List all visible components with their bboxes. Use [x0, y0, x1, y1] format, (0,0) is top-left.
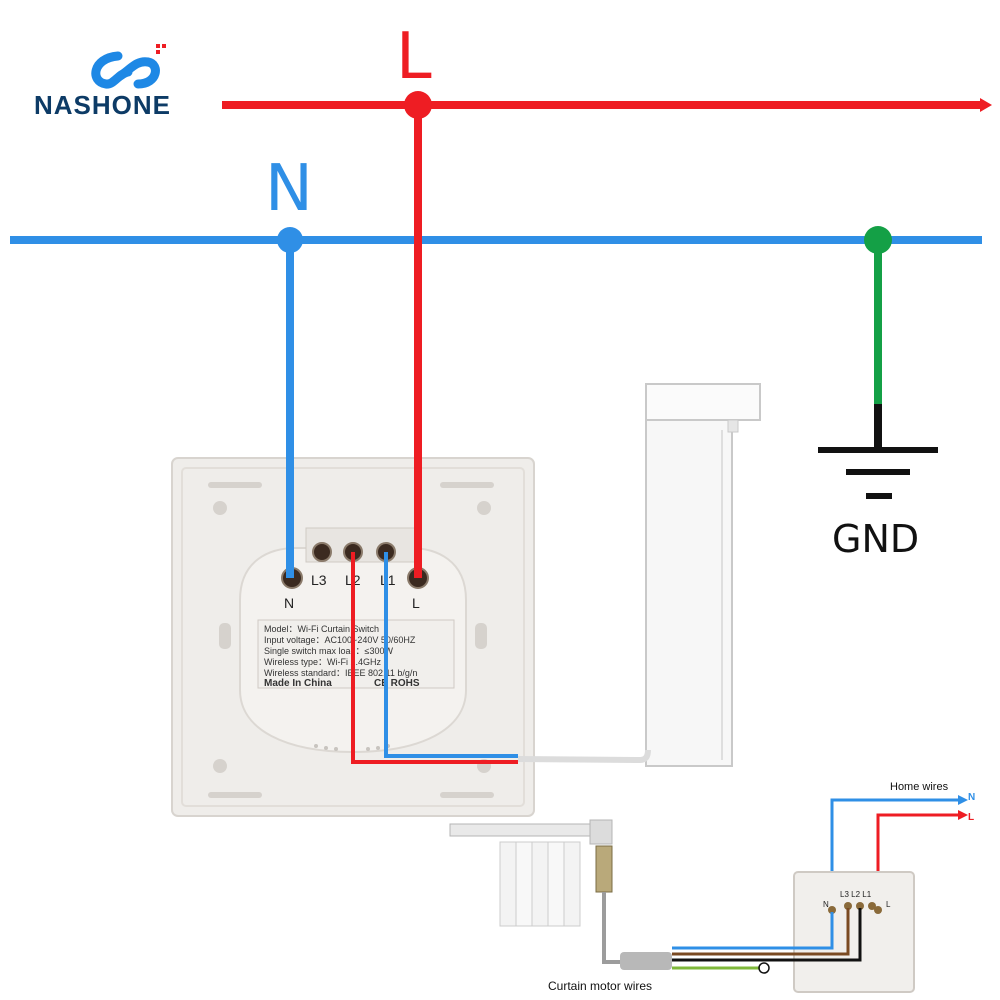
neutral-junction-dot	[277, 227, 303, 253]
mini-ground-icon	[758, 962, 770, 974]
spec-label	[257, 619, 455, 689]
terminal-l3-screw	[312, 542, 332, 562]
spec-made-in: Made In China	[264, 678, 332, 689]
vent-dot	[334, 747, 338, 751]
slot-right	[475, 623, 487, 649]
motor-wires-label: Curtain motor wires	[548, 979, 652, 993]
mini-terminal	[828, 906, 836, 914]
slot-bottom-left	[208, 792, 262, 798]
mini-live-arrow	[958, 810, 968, 820]
terminal-label-l3: L3	[311, 572, 327, 588]
logo-dot-3	[156, 50, 160, 54]
cable-sleeve	[620, 952, 672, 970]
vent-dot	[314, 744, 318, 748]
mini-tl-label: L	[886, 900, 891, 909]
mini-neutral-arrow	[958, 795, 968, 805]
spec-wireless-type: Wireless type：Wi-Fi 2.4GHz	[264, 657, 382, 667]
slot-left	[219, 623, 231, 649]
mini-terminal	[868, 902, 876, 910]
curtain-motor-small	[589, 819, 613, 845]
vent-dot	[376, 746, 380, 750]
motor-cable-white	[517, 749, 651, 764]
motor-connector	[595, 845, 613, 893]
curtain-rail	[449, 823, 611, 837]
mini-tn-label: N	[823, 900, 829, 909]
mini-terminals-label: L3 L2 L1	[840, 890, 872, 899]
motor-bracket-gap	[727, 419, 739, 433]
curtain-track-inset: Curtain motor wires	[449, 819, 672, 993]
mini-l-label: L	[968, 812, 974, 823]
spec-certs: CE ROHS	[374, 678, 420, 689]
nashone-logo: NASHONE	[34, 44, 171, 120]
screw-hole-bl	[213, 759, 227, 773]
mini-motor-wire-brown	[672, 908, 850, 956]
mini-wiring-diagram: Home wires N L L3 L2 L1 N L	[672, 781, 975, 993]
live-junction-dot	[404, 91, 432, 119]
curtain-motor	[645, 383, 761, 767]
motor-cable-gray	[602, 892, 630, 964]
motor-wire-red	[351, 552, 518, 764]
slot-top-right	[440, 482, 494, 488]
neutral-label: N	[265, 152, 313, 226]
screw-hole-tl	[213, 501, 227, 515]
curtain-fabric	[499, 841, 581, 927]
ground-junction-dot	[864, 226, 892, 254]
spec-model: Model：Wi-Fi Curtain Switch	[264, 624, 379, 634]
spec-wireless-standard: Wireless standard：IEEE 802.11 b/g/n	[264, 668, 417, 678]
motor-bracket	[645, 383, 761, 421]
vent-dot	[366, 747, 370, 751]
home-wires-label: Home wires	[890, 781, 949, 793]
motor-wire-blue	[384, 552, 518, 758]
motor-body	[645, 387, 733, 767]
panel-inner	[181, 467, 525, 807]
slot-bottom-right	[440, 792, 494, 798]
mini-terminal	[856, 902, 864, 910]
screw-hole-tr	[477, 501, 491, 515]
brand-name: NASHONE	[34, 90, 171, 120]
mini-motor-wire-blue	[672, 912, 834, 950]
ground-label: GND	[832, 517, 919, 561]
terminal-label-l: L	[412, 595, 420, 611]
logo-dot-1	[156, 44, 160, 48]
terminal-label-n: N	[284, 595, 294, 611]
spec-max-load: Single switch max load：≤300W	[264, 646, 393, 656]
mini-switch-panel	[793, 871, 915, 993]
mini-n-label: N	[968, 792, 975, 803]
live-bus-arrow	[980, 98, 992, 112]
mini-terminal	[874, 906, 882, 914]
logo-mark-right	[115, 57, 160, 89]
slot-top-left	[208, 482, 262, 488]
vent-dot	[324, 746, 328, 750]
mini-terminal	[844, 902, 852, 910]
logo-dot-2	[162, 44, 166, 48]
mini-motor-wire-black	[672, 908, 862, 962]
spec-voltage: Input voltage：AC100~240V 50/60HZ	[264, 635, 416, 645]
live-label: L	[396, 20, 432, 94]
